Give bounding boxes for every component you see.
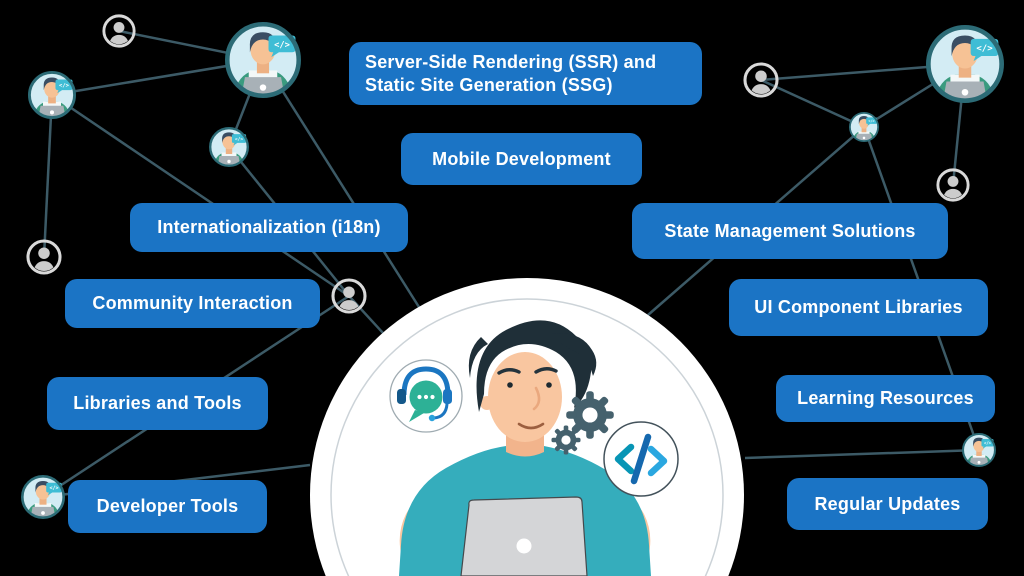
- connection-line: [744, 448, 980, 460]
- avatar-developer-bottom-right: [963, 434, 995, 467]
- nose: [532, 386, 541, 411]
- hair-swoosh: [552, 333, 597, 376]
- hair-tuft: [468, 337, 488, 378]
- laptop-logo: [516, 538, 532, 554]
- mouth: [517, 422, 545, 430]
- avatar-developer-mid-left: [210, 128, 248, 167]
- left-eyebrow: [497, 368, 521, 375]
- left-eye: [507, 382, 513, 388]
- connection-line: [647, 126, 865, 316]
- connection-line: [261, 59, 426, 316]
- connection-line: [862, 126, 981, 451]
- code-icon: [603, 421, 679, 497]
- connection-line: [42, 94, 54, 258]
- connection-line: [760, 78, 865, 129]
- avatar-developer-bottom-left: [22, 476, 63, 519]
- face: [488, 352, 562, 442]
- avatar-developer-left-edge: [29, 72, 74, 119]
- avatar-developer-mid-right: [850, 113, 878, 142]
- central-illustration: [310, 278, 744, 576]
- avatar-generic-center-left: [333, 280, 365, 314]
- laptop: [460, 496, 588, 576]
- right-eyebrow: [534, 367, 558, 374]
- avatar-developer-large-left: [227, 24, 298, 98]
- avatar-generic-top-right: [745, 64, 777, 98]
- developer-illustration: [399, 320, 651, 576]
- avatar-developer-large-right: [928, 27, 1001, 103]
- inner-ring: [330, 298, 724, 576]
- right-eye: [546, 382, 552, 388]
- connection-line: [51, 93, 350, 298]
- chat-support-icon: [389, 359, 463, 433]
